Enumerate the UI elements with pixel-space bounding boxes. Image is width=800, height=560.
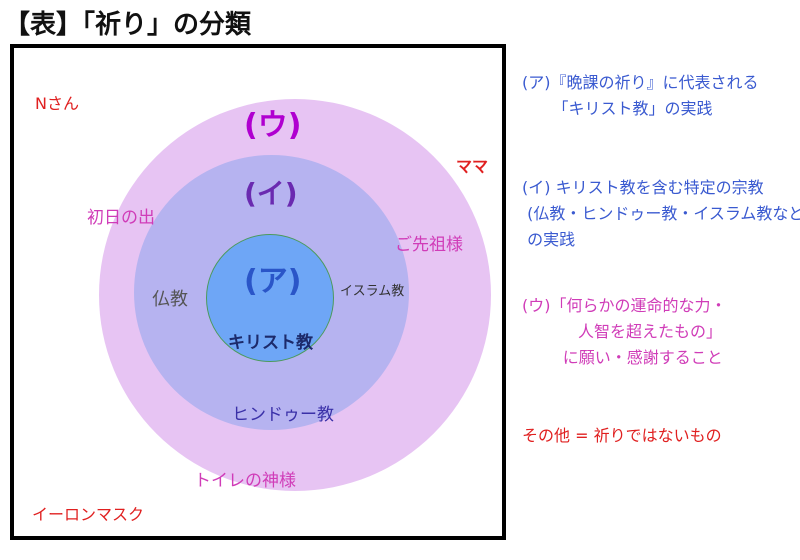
ancestors-label: ご先祖様 [395,235,463,255]
mama-label: ママ [456,157,489,176]
legend-a: (ア)『晩課の祈り』に代表される 「キリスト教」の実践 [522,73,759,118]
n-san-label: Nさん [35,94,79,113]
legend-u: (ウ)「何らかの運命的な力・ 人智を超えたもの」 に願い・感謝すること [522,296,727,367]
hinduism-label: ヒンドゥー教 [232,405,334,425]
first-sunrise-label: 初日の出 [87,208,155,228]
legend-other: その他 = 祈りではないもの [522,426,722,445]
buddhism-label: 仏教 [152,289,188,310]
circle-i-label: (イ) [244,177,298,210]
elon-musk-label: イーロンマスク [32,505,145,524]
christianity-label: キリスト教 [228,333,313,353]
circle-a [206,234,334,362]
legend-i: (イ) キリスト教を含む特定の宗教 (仏教・ヒンドゥー教・イスラム教など) の実… [522,178,800,249]
circle-a-label: (ア) [244,264,302,299]
islam-label: イスラム教 [340,284,405,299]
circle-u-label: (ウ) [244,108,302,143]
diagram-frame [10,44,506,540]
toilet-god-label: トイレの神様 [194,471,296,491]
page-title: 【表】「祈り」の分類 [4,10,252,40]
